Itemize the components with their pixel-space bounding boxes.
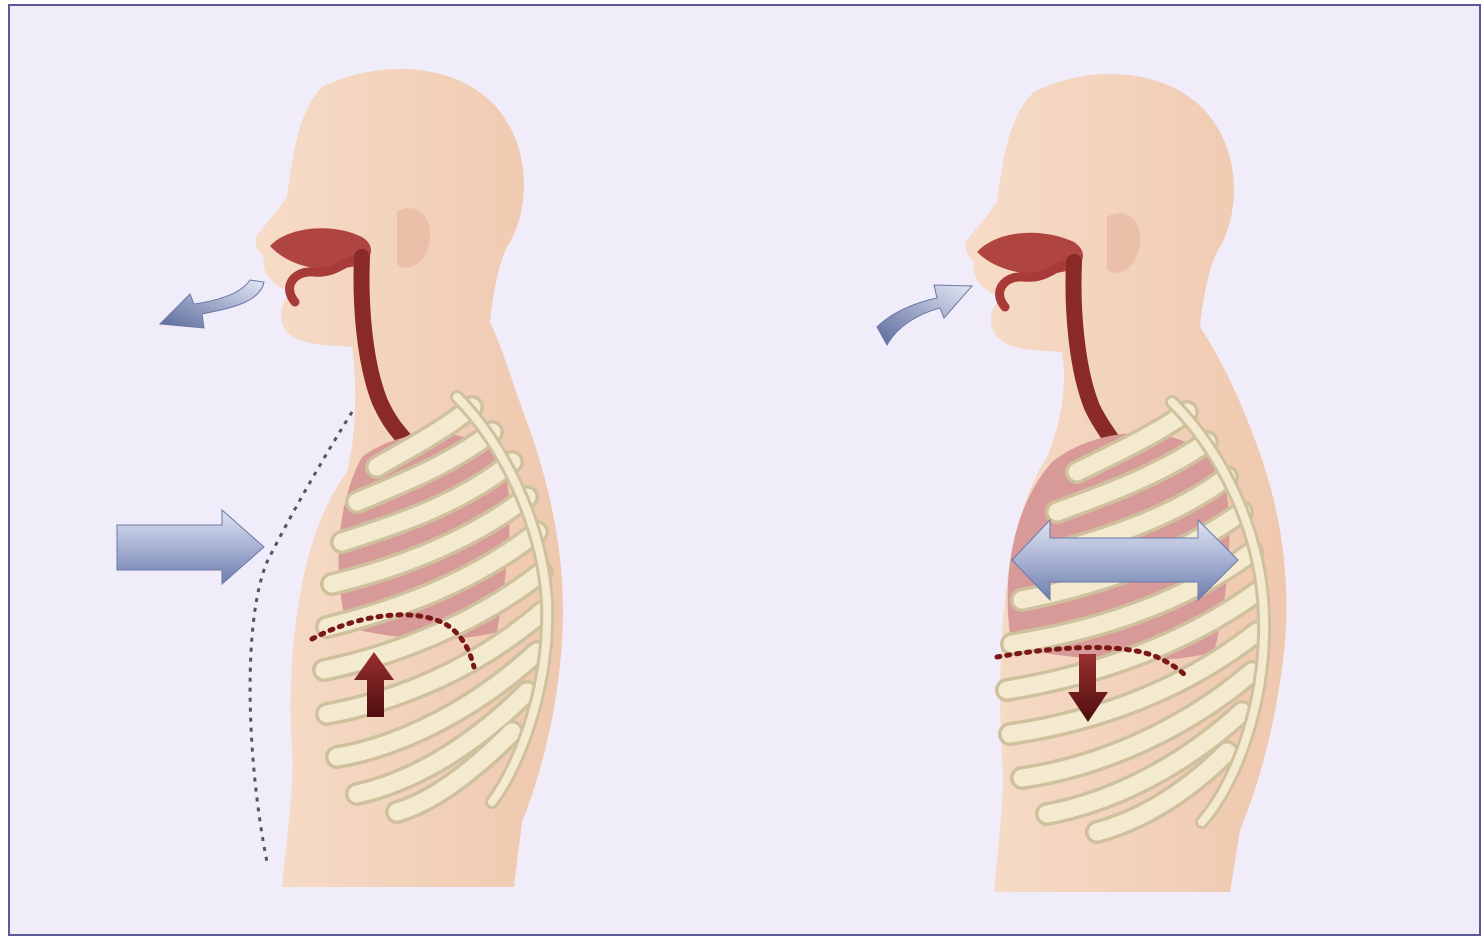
right-figure [877, 74, 1286, 892]
chest-inward-arrow-icon [117, 510, 264, 584]
left-figure [117, 69, 563, 887]
breathing-diagram [10, 6, 1481, 936]
air-out-arrow-icon [160, 280, 264, 328]
air-in-arrow-icon [877, 285, 972, 345]
diagram-frame [8, 4, 1481, 936]
